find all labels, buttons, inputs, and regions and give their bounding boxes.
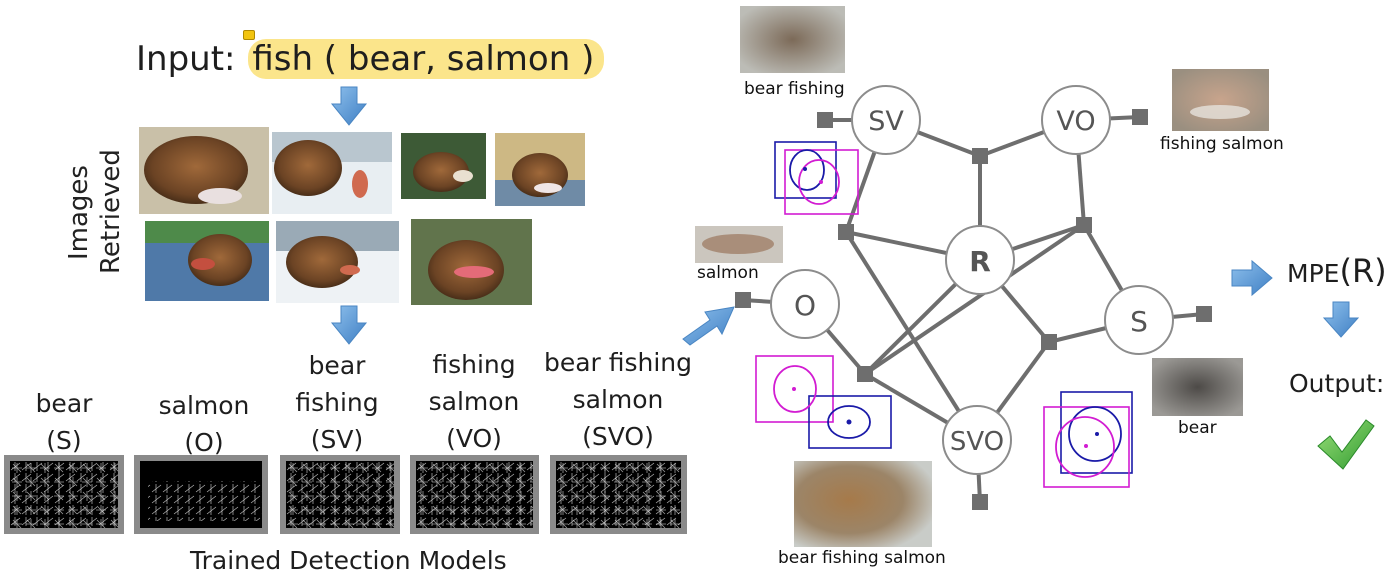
hog-model-sv <box>280 455 400 534</box>
factor-node <box>1041 334 1057 350</box>
factor-node <box>857 366 873 382</box>
svg-text:S: S <box>1130 305 1148 338</box>
hog-model-s <box>4 455 124 534</box>
retrieved-image <box>411 219 532 305</box>
svg-text:SVO: SVO <box>950 427 1004 457</box>
factor-nodes <box>735 109 1212 510</box>
factor-node <box>1196 306 1212 322</box>
spatial-relation-s <box>1043 391 1133 488</box>
mpe-label: MPE(R) <box>1287 252 1387 290</box>
factor-node <box>838 224 854 240</box>
retrieved-image <box>401 133 486 199</box>
down-arrow-icon <box>330 86 368 126</box>
model-label-o: salmon(O) <box>158 391 250 457</box>
factor-node <box>972 494 988 510</box>
factor-node <box>735 292 751 308</box>
images-retrieved-label: Images Retrieved <box>64 149 128 280</box>
node-svo: SVO <box>942 405 1012 475</box>
variable-nodes: SV VO R O S SVO <box>770 85 1174 475</box>
svg-text:VO: VO <box>1056 106 1095 137</box>
hog-model-vo <box>410 455 539 534</box>
factor-node <box>1076 217 1092 233</box>
images-retrieved-line2: Retrieved <box>96 149 126 274</box>
svg-text:O: O <box>794 289 816 322</box>
node-vo: VO <box>1041 85 1111 155</box>
checkmark-icon <box>1317 419 1375 470</box>
mpe-arg: (R) <box>1339 252 1387 290</box>
hog-model-svo <box>550 455 687 534</box>
factor-node <box>972 148 988 164</box>
down-arrow-icon <box>1322 301 1360 338</box>
retrieved-image <box>139 127 269 214</box>
thumb-fishing-salmon <box>1172 69 1269 131</box>
hog-model-o <box>134 455 268 534</box>
spatial-relation-sv <box>774 141 859 215</box>
thumb-bear-fishing <box>740 6 845 73</box>
retrieved-image <box>495 133 585 206</box>
thumb-bear-fishing-salmon <box>794 461 932 547</box>
mpe-text: MPE <box>1287 259 1340 288</box>
svg-text:SV: SV <box>868 106 904 137</box>
factor-node <box>817 112 833 128</box>
images-retrieved-line1: Images <box>64 165 94 260</box>
right-arrow-icon <box>1231 259 1273 297</box>
down-arrow-icon <box>330 305 368 345</box>
retrieved-image <box>272 132 392 214</box>
diagonal-arrow-icon <box>682 306 735 346</box>
svg-text:R: R <box>969 245 991 278</box>
input-query-highlight: fish ( bear, salmon ) <box>248 39 605 79</box>
retrieved-image <box>276 221 399 303</box>
output-label: Output: <box>1289 369 1385 398</box>
node-o: O <box>770 269 840 339</box>
caption-bear-fishing-salmon: bear fishing salmon <box>778 548 946 568</box>
model-label-s: bear(S) <box>35 389 93 455</box>
node-r: R <box>945 225 1015 295</box>
node-s: S <box>1104 285 1174 355</box>
models-caption: Trained Detection Models <box>190 546 507 575</box>
input-prefix: Input: <box>136 39 236 79</box>
retrieved-images <box>139 127 585 305</box>
caption-fishing-salmon: fishing salmon <box>1160 134 1284 154</box>
factor-node <box>1132 109 1148 125</box>
comment-icon <box>243 30 255 40</box>
caption-salmon: salmon <box>697 263 759 283</box>
retrieved-image <box>145 221 269 301</box>
input-query-line: Input: fish ( bear, salmon ) <box>136 36 605 82</box>
thumb-salmon <box>695 226 783 263</box>
caption-bear: bear <box>1178 418 1217 438</box>
thumb-bear <box>1152 358 1243 416</box>
caption-bear-fishing: bear fishing <box>744 79 845 99</box>
node-sv: SV <box>851 85 921 155</box>
spatial-relation-o <box>755 355 892 449</box>
